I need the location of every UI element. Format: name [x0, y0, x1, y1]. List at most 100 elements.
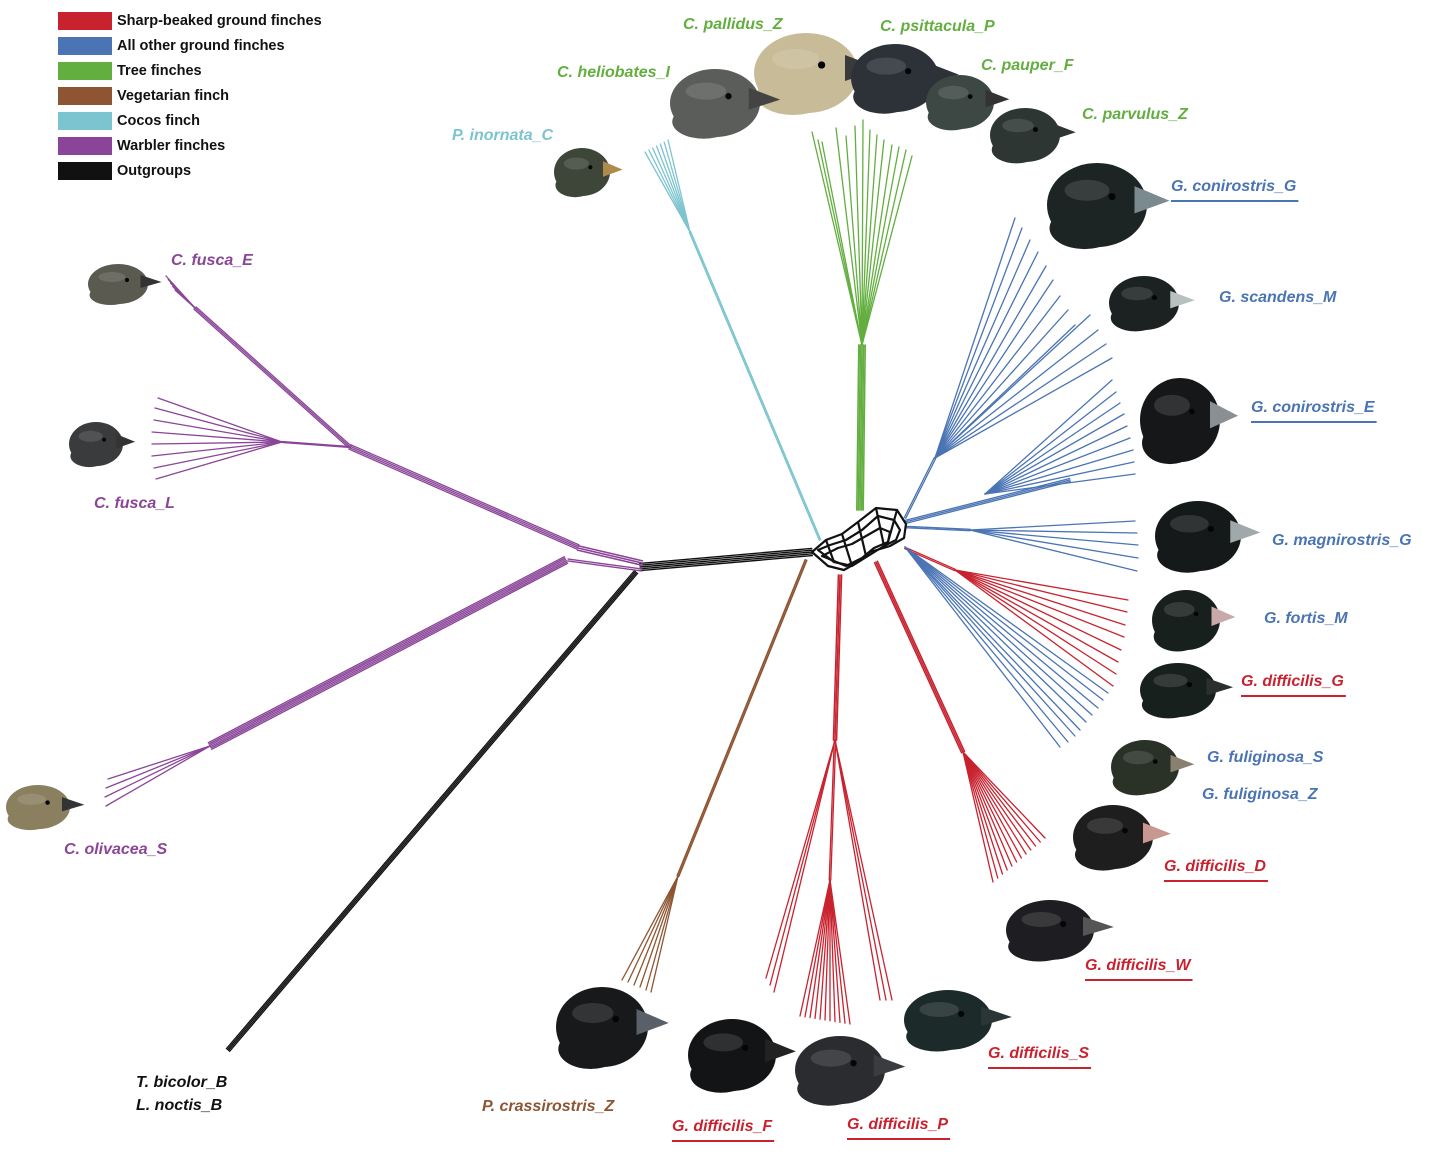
cocos-leaf [667, 139, 691, 233]
bird-eye-shape [958, 1010, 965, 1018]
sharp-stem-dw [876, 560, 966, 753]
warbler-branch-fusca-e [194, 307, 351, 448]
legend-item-outgroups: Outgroups [58, 158, 322, 183]
bird-chin-shape [1075, 838, 1131, 871]
vegetarian-leaf [639, 875, 679, 988]
bird-beak-shape [1134, 186, 1170, 214]
sharp-leaf-d-w [962, 751, 1004, 875]
bird-beak-shape [1230, 520, 1261, 543]
ground-leaf-conirostris-g [934, 251, 1039, 459]
ground-leaf-fortis-fuliginosa [904, 546, 1087, 723]
bird-eye-shape [817, 61, 826, 69]
reticulation-edge [874, 507, 886, 547]
warbler-leaf-fusca-e [174, 289, 196, 309]
ground-leaf-fortis-fuliginosa [904, 546, 1069, 743]
tree-finch-leaf [811, 131, 863, 346]
warbler-leaf-fusca-l [151, 441, 283, 457]
taxon-label-g-conirostris-e: G. conirostris_E [1251, 399, 1376, 416]
bird-highlight-shape [810, 1049, 852, 1067]
tree-finch-leaf [854, 125, 863, 346]
ground-leaf-fortis-fuliginosa [904, 546, 1081, 731]
sharp-leaf-d-w [962, 751, 1008, 871]
bird-head-c-pauper-f [926, 75, 1010, 131]
ground-leaf-magnirostris [969, 529, 1139, 546]
warbler-stem [577, 547, 643, 564]
bird-head-c-fusca-l [69, 422, 136, 468]
outgroup-branch [227, 571, 638, 1052]
warbler-branch-olivacea [209, 560, 567, 748]
bird-highlight-shape [1153, 673, 1188, 688]
bird-chin-shape [1141, 691, 1196, 719]
central-stem [638, 547, 813, 565]
warbler-branch-olivacea [211, 562, 569, 750]
bird-beak-shape [603, 161, 623, 177]
warbler-leaf-fusca-l [151, 431, 283, 443]
warbler-branch-fusca-l [280, 440, 352, 449]
ground-leaf-fortis-fuliginosa [904, 546, 1093, 716]
warbler-leaf-fusca-l [153, 419, 283, 443]
sharp-leaf-p [829, 879, 851, 1025]
warbler-branch-fusca [348, 448, 578, 550]
legend-label: Tree finches [117, 62, 202, 79]
warbler-leaf-fusca-l [155, 441, 283, 480]
vegetarian-leaf [633, 875, 679, 986]
taxon-label-g-scandens-m: G. scandens_M [1219, 289, 1337, 306]
bird-highlight-shape [1064, 179, 1110, 201]
reticulation-ring [810, 506, 908, 572]
legend-label: Warbler finches [117, 137, 226, 154]
bird-head-g-difficilis-g [1140, 663, 1234, 719]
tree-finch-stem [860, 344, 865, 511]
vegetarian-leaf [621, 875, 679, 981]
bird-eye-shape [588, 165, 593, 170]
bird-head-c-pallidus-z [754, 33, 882, 115]
ground-stem-conirostris-e [904, 479, 1071, 523]
cocos-leaf [663, 141, 691, 233]
bird-head-g-difficilis-w [1006, 900, 1114, 962]
ground-leaf-fortis-fuliginosa [904, 546, 1104, 701]
sharp-leaf-d-w [962, 751, 1041, 843]
cocos-leaf [652, 147, 691, 233]
bird-head-g-conirostris-g [1047, 163, 1170, 250]
taxon-label-c-pallidus-z: C. pallidus_Z [683, 16, 784, 33]
tree-finch-stem [862, 344, 866, 511]
warbler-leaf-olivacea [105, 745, 211, 789]
ground-leaf-conirostris-e [984, 391, 1117, 495]
legend-label: Cocos finch [117, 112, 200, 129]
central-stem [639, 551, 813, 568]
ground-leaf-conirostris-g [934, 295, 1061, 459]
bird-beak-shape [981, 1006, 1012, 1026]
ground-leaf-conirostris-e [984, 473, 1136, 495]
tree-finch-stem [856, 344, 860, 511]
bird-head-g-conirostris-e [1140, 378, 1238, 465]
sharp-leaf-d-w [962, 751, 1018, 863]
ground-stem-conirostris-g [903, 456, 935, 519]
reticulation-edge [845, 529, 863, 541]
bird-beak-shape [928, 62, 959, 85]
bird-eye-shape [1207, 525, 1214, 533]
bird-beak-shape [1206, 677, 1234, 696]
taxon-label-g-difficilis-f: G. difficilis_F [672, 1118, 773, 1135]
bird-chin-shape [927, 103, 976, 131]
bird-highlight-shape [1002, 118, 1034, 133]
bird-head-g-difficilis-d [1073, 805, 1171, 871]
outgroup-branch [225, 569, 636, 1050]
warbler-stem [576, 549, 643, 566]
sharp-leaf-d-w [962, 751, 1032, 851]
bird-highlight-shape [1121, 286, 1153, 301]
bird-eye-shape [1186, 681, 1193, 688]
ground-leaf-fortis-fuliginosa [904, 546, 1061, 748]
bird-eye-shape [1060, 920, 1067, 928]
outgroup-branch [228, 572, 639, 1053]
cocos-branch [688, 231, 821, 541]
bird-chin-shape [89, 285, 132, 305]
bird-eye-shape [967, 94, 973, 99]
bird-chin-shape [555, 173, 595, 198]
taxon-label-c-pauper-f: C. pauper_F [981, 57, 1075, 74]
bird-highlight-shape [98, 272, 126, 282]
ground-leaf-magnirostris [969, 529, 1139, 559]
bird-eye-shape [1122, 827, 1128, 834]
warbler-branch-olivacea [207, 556, 565, 744]
ground-stem-conirostris-e [903, 477, 1071, 522]
sharp-leaf-g [954, 569, 1125, 638]
